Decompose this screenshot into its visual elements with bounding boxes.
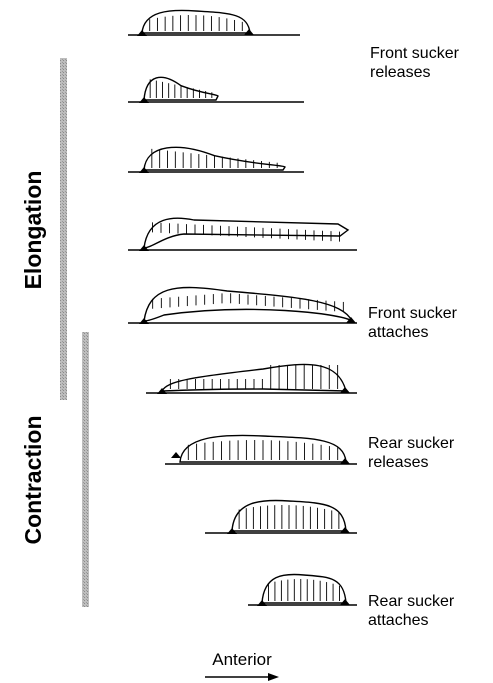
stage-label-front-sucker-releases: Front sucker releases — [370, 45, 460, 81]
stage-label-line1: Front sucker — [368, 305, 458, 322]
stage-3 — [128, 147, 304, 173]
stage-label-rear-sucker-releases: Rear sucker releases — [368, 435, 455, 471]
stage-6 — [146, 364, 357, 394]
anterior-arrow-icon — [205, 673, 279, 681]
stage-rows — [128, 10, 357, 606]
elongation-phase-bar — [60, 58, 67, 400]
contraction-label: Contraction — [20, 415, 46, 544]
stage-9 — [248, 574, 357, 606]
rear-sucker — [171, 452, 181, 458]
stage-label-front-sucker-attaches: Front sucker attaches — [368, 305, 458, 341]
stage-2 — [128, 77, 304, 103]
stage-label-line1: Rear sucker — [368, 593, 455, 610]
stage-label-line2: releases — [368, 454, 428, 471]
stage-8 — [205, 500, 357, 534]
stage-label-line2: attaches — [368, 612, 428, 629]
contraction-phase-bar — [82, 332, 89, 607]
anterior-label: Anterior — [212, 650, 272, 669]
elongation-label: Elongation — [20, 171, 46, 290]
stage-7 — [165, 435, 357, 464]
stage-label-line1: Rear sucker — [368, 435, 455, 452]
stage-4 — [128, 218, 357, 251]
stage-label-line2: releases — [370, 64, 430, 81]
stage-label-rear-sucker-attaches: Rear sucker attaches — [368, 593, 455, 629]
stage-label-line2: attaches — [368, 324, 428, 341]
stage-1 — [128, 10, 300, 36]
stage-label-line1: Front sucker — [370, 45, 460, 62]
stage-5 — [128, 287, 357, 324]
